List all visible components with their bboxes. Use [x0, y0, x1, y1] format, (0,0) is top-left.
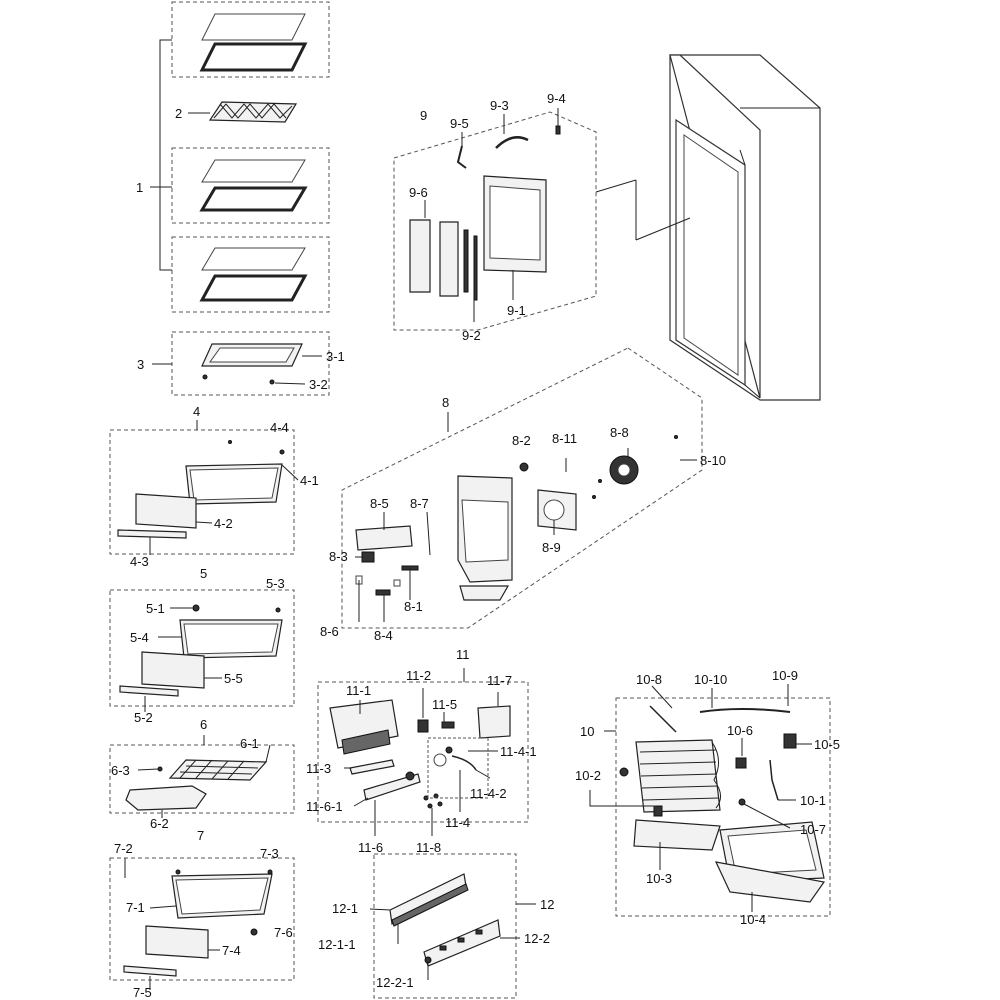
label-11-8: 11-8	[416, 840, 441, 855]
label-5-2: 5-2	[134, 710, 153, 725]
label-6-2: 6-2	[150, 816, 169, 831]
label-10-2: 10-2	[575, 768, 601, 783]
label-8-11: 8-11	[552, 431, 577, 446]
label-10-6: 10-6	[727, 723, 753, 738]
label-4-1: 4-1	[300, 473, 319, 488]
label-8-3: 8-3	[329, 549, 348, 564]
label-5-4: 5-4	[130, 630, 149, 645]
label-11-4-2: 11-4-2	[470, 786, 507, 801]
label-5: 5	[200, 566, 207, 581]
label-4: 4	[193, 404, 200, 419]
label-6: 6	[200, 717, 207, 732]
label-12-2: 12-2	[524, 931, 550, 946]
drawer-group-4	[109, 420, 299, 555]
label-10-9: 10-9	[772, 668, 798, 683]
label-10-8: 10-8	[636, 672, 662, 687]
label-5-3: 5-3	[266, 576, 285, 591]
label-10-3: 10-3	[646, 871, 672, 886]
label-11-3: 11-3	[306, 761, 331, 776]
label-8-7: 8-7	[410, 496, 429, 511]
label-11-2: 11-2	[406, 668, 431, 683]
freezer-cover-group-9	[393, 108, 691, 331]
label-3-1: 3-1	[326, 349, 345, 364]
label-4-4: 4-4	[270, 420, 289, 435]
label-12-1: 12-1	[332, 901, 358, 916]
label-7-6: 7-6	[274, 925, 293, 940]
label-5-5: 5-5	[224, 671, 243, 686]
label-8-10: 8-10	[700, 453, 726, 468]
label-4-3: 4-3	[130, 554, 149, 569]
label-9: 9	[420, 108, 427, 123]
wine-rack	[188, 101, 298, 123]
label-11-4: 11-4	[445, 815, 470, 830]
dispenser-cover-group-12	[369, 853, 536, 999]
label-11-5: 11-5	[432, 697, 457, 712]
evaporator-cover-group-8	[341, 347, 703, 629]
label-7-1: 7-1	[126, 900, 145, 915]
label-11: 11	[456, 647, 470, 662]
label-11-6-1: 11-6-1	[306, 799, 343, 814]
label-7: 7	[197, 828, 204, 843]
label-7-2: 7-2	[114, 841, 133, 856]
label-10-4: 10-4	[740, 912, 766, 927]
label-9-3: 9-3	[490, 98, 509, 113]
label-7-5: 7-5	[133, 985, 152, 1000]
label-12: 12	[540, 897, 554, 912]
label-4-2: 4-2	[214, 516, 233, 531]
basket-group-6	[109, 735, 295, 818]
label-8-5: 8-5	[370, 496, 389, 511]
label-8-9: 8-9	[542, 540, 561, 555]
label-11-1: 11-1	[346, 683, 371, 698]
label-10: 10	[580, 724, 594, 739]
label-7-4: 7-4	[222, 943, 241, 958]
label-10-1: 10-1	[800, 793, 826, 808]
label-6-3: 6-3	[111, 763, 130, 778]
label-9-4: 9-4	[547, 91, 566, 106]
label-10-10: 10-10	[694, 672, 727, 687]
label-12-1-1: 12-1-1	[318, 937, 356, 952]
label-8: 8	[442, 395, 449, 410]
refrigerator-cabinet	[669, 54, 821, 401]
label-11-6: 11-6	[358, 840, 383, 855]
label-3-2: 3-2	[309, 377, 328, 392]
label-2: 2	[175, 106, 182, 121]
label-9-2: 9-2	[462, 328, 481, 343]
evaporator-group-10	[589, 684, 831, 917]
label-12-2-1: 12-2-1	[376, 975, 414, 990]
label-10-7: 10-7	[800, 822, 826, 837]
label-3: 3	[137, 357, 144, 372]
label-6-1: 6-1	[240, 736, 259, 751]
label-5-1: 5-1	[146, 601, 165, 616]
label-11-4-1: 11-4-1	[500, 744, 537, 759]
label-9-1: 9-1	[507, 303, 526, 318]
drawer-group-5	[109, 589, 295, 712]
ice-maker-group-11	[317, 668, 529, 836]
drawer-group-7	[109, 857, 295, 990]
label-8-4: 8-4	[374, 628, 393, 643]
shelf-frame-group-3	[152, 331, 330, 396]
label-8-1: 8-1	[404, 599, 423, 614]
label-9-6: 9-6	[409, 185, 428, 200]
label-8-2: 8-2	[512, 433, 531, 448]
label-7-3: 7-3	[260, 846, 279, 861]
label-8-8: 8-8	[610, 425, 629, 440]
shelf-group-1	[150, 1, 330, 313]
label-8-6: 8-6	[320, 624, 339, 639]
label-11-7: 11-7	[487, 673, 512, 688]
callout-labels: 1 2 3 3-1 3-2 4 4-1 4-2 4-3 4-4 5 5-1 5-…	[111, 91, 840, 1000]
label-10-5: 10-5	[814, 737, 840, 752]
label-9-5: 9-5	[450, 116, 469, 131]
label-1: 1	[136, 180, 143, 195]
